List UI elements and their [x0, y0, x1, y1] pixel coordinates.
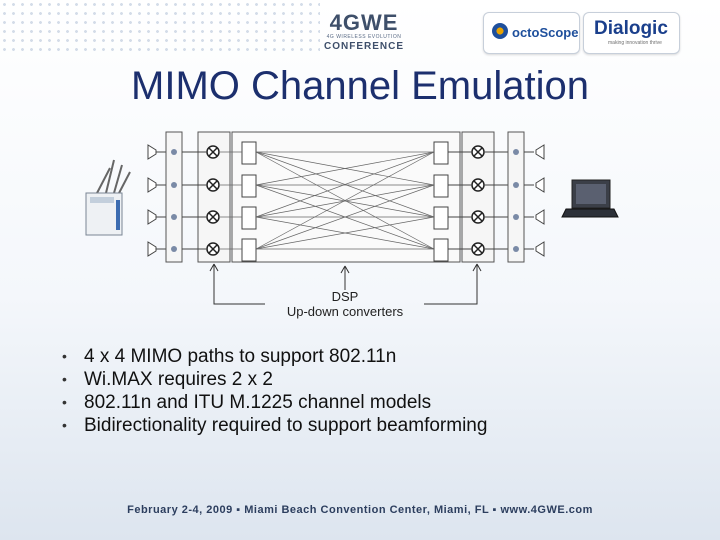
- dsp-label: DSP: [332, 289, 359, 304]
- left-mixer-column: [182, 131, 231, 263]
- footer-text: February 2-4, 2009 ▪ Miami Beach Convent…: [127, 504, 593, 516]
- bullet-dot-icon: •: [62, 394, 67, 410]
- converters-label: Up-down converters: [287, 304, 404, 319]
- conference-logo: 4GWE 4G WIRELESS EVOLUTION CONFERENCE: [308, 12, 420, 56]
- bullet-text: Wi.MAX requires 2 x 2: [84, 369, 273, 390]
- sponsor-name-octoscope: octoScope: [512, 25, 579, 40]
- right-antenna-column: [535, 144, 545, 257]
- right-mixer-column: [448, 131, 508, 263]
- left-converter-block: [165, 131, 183, 263]
- sponsor-tagline-dialogic: making innovation thrive: [608, 40, 662, 46]
- conference-logo-main: 4GWE: [329, 10, 399, 35]
- laptop-icon: [561, 179, 619, 218]
- bullet-dot-icon: •: [62, 371, 67, 387]
- bullet-item: • Bidirectionality required to support be…: [62, 414, 487, 437]
- octoscope-mark-icon: [492, 23, 508, 39]
- bullet-dot-icon: •: [62, 348, 67, 364]
- conference-logo-bottom: CONFERENCE: [323, 41, 404, 52]
- converter-callout-lines: [209, 263, 482, 305]
- wireless-router-icon: [85, 159, 131, 236]
- dsp-fabric: [219, 131, 461, 263]
- bullet-text: 4 x 4 MIMO paths to support 802.11n: [84, 346, 397, 367]
- bullet-list: • 4 x 4 MIMO paths to support 802.11n • Wi…: [62, 345, 487, 437]
- bullet-item: • Wi.MAX requires 2 x 2: [62, 368, 487, 391]
- bullet-item: • 4 x 4 MIMO paths to support 802.11n: [62, 345, 487, 368]
- left-antenna-column: [147, 144, 168, 257]
- slide-title: MIMO Channel Emulation: [131, 64, 589, 108]
- sponsor-logo-dialogic: Dialogic making innovation thrive: [583, 12, 680, 54]
- bullet-item: • 802.11n and ITU M.1225 channel models: [62, 391, 487, 414]
- bullet-text: Bidirectionality required to support bea…: [84, 415, 488, 436]
- sponsor-name-dialogic: Dialogic: [594, 18, 668, 39]
- bullet-dot-icon: •: [62, 417, 67, 433]
- bullet-text: 802.11n and ITU M.1225 channel models: [84, 392, 432, 413]
- conference-logo-sub: 4G WIRELESS EVOLUTION: [326, 34, 402, 40]
- right-converter-block: [507, 131, 534, 263]
- dot-pattern: [0, 0, 320, 55]
- sponsor-logo-octoscope: octoScope: [483, 12, 580, 54]
